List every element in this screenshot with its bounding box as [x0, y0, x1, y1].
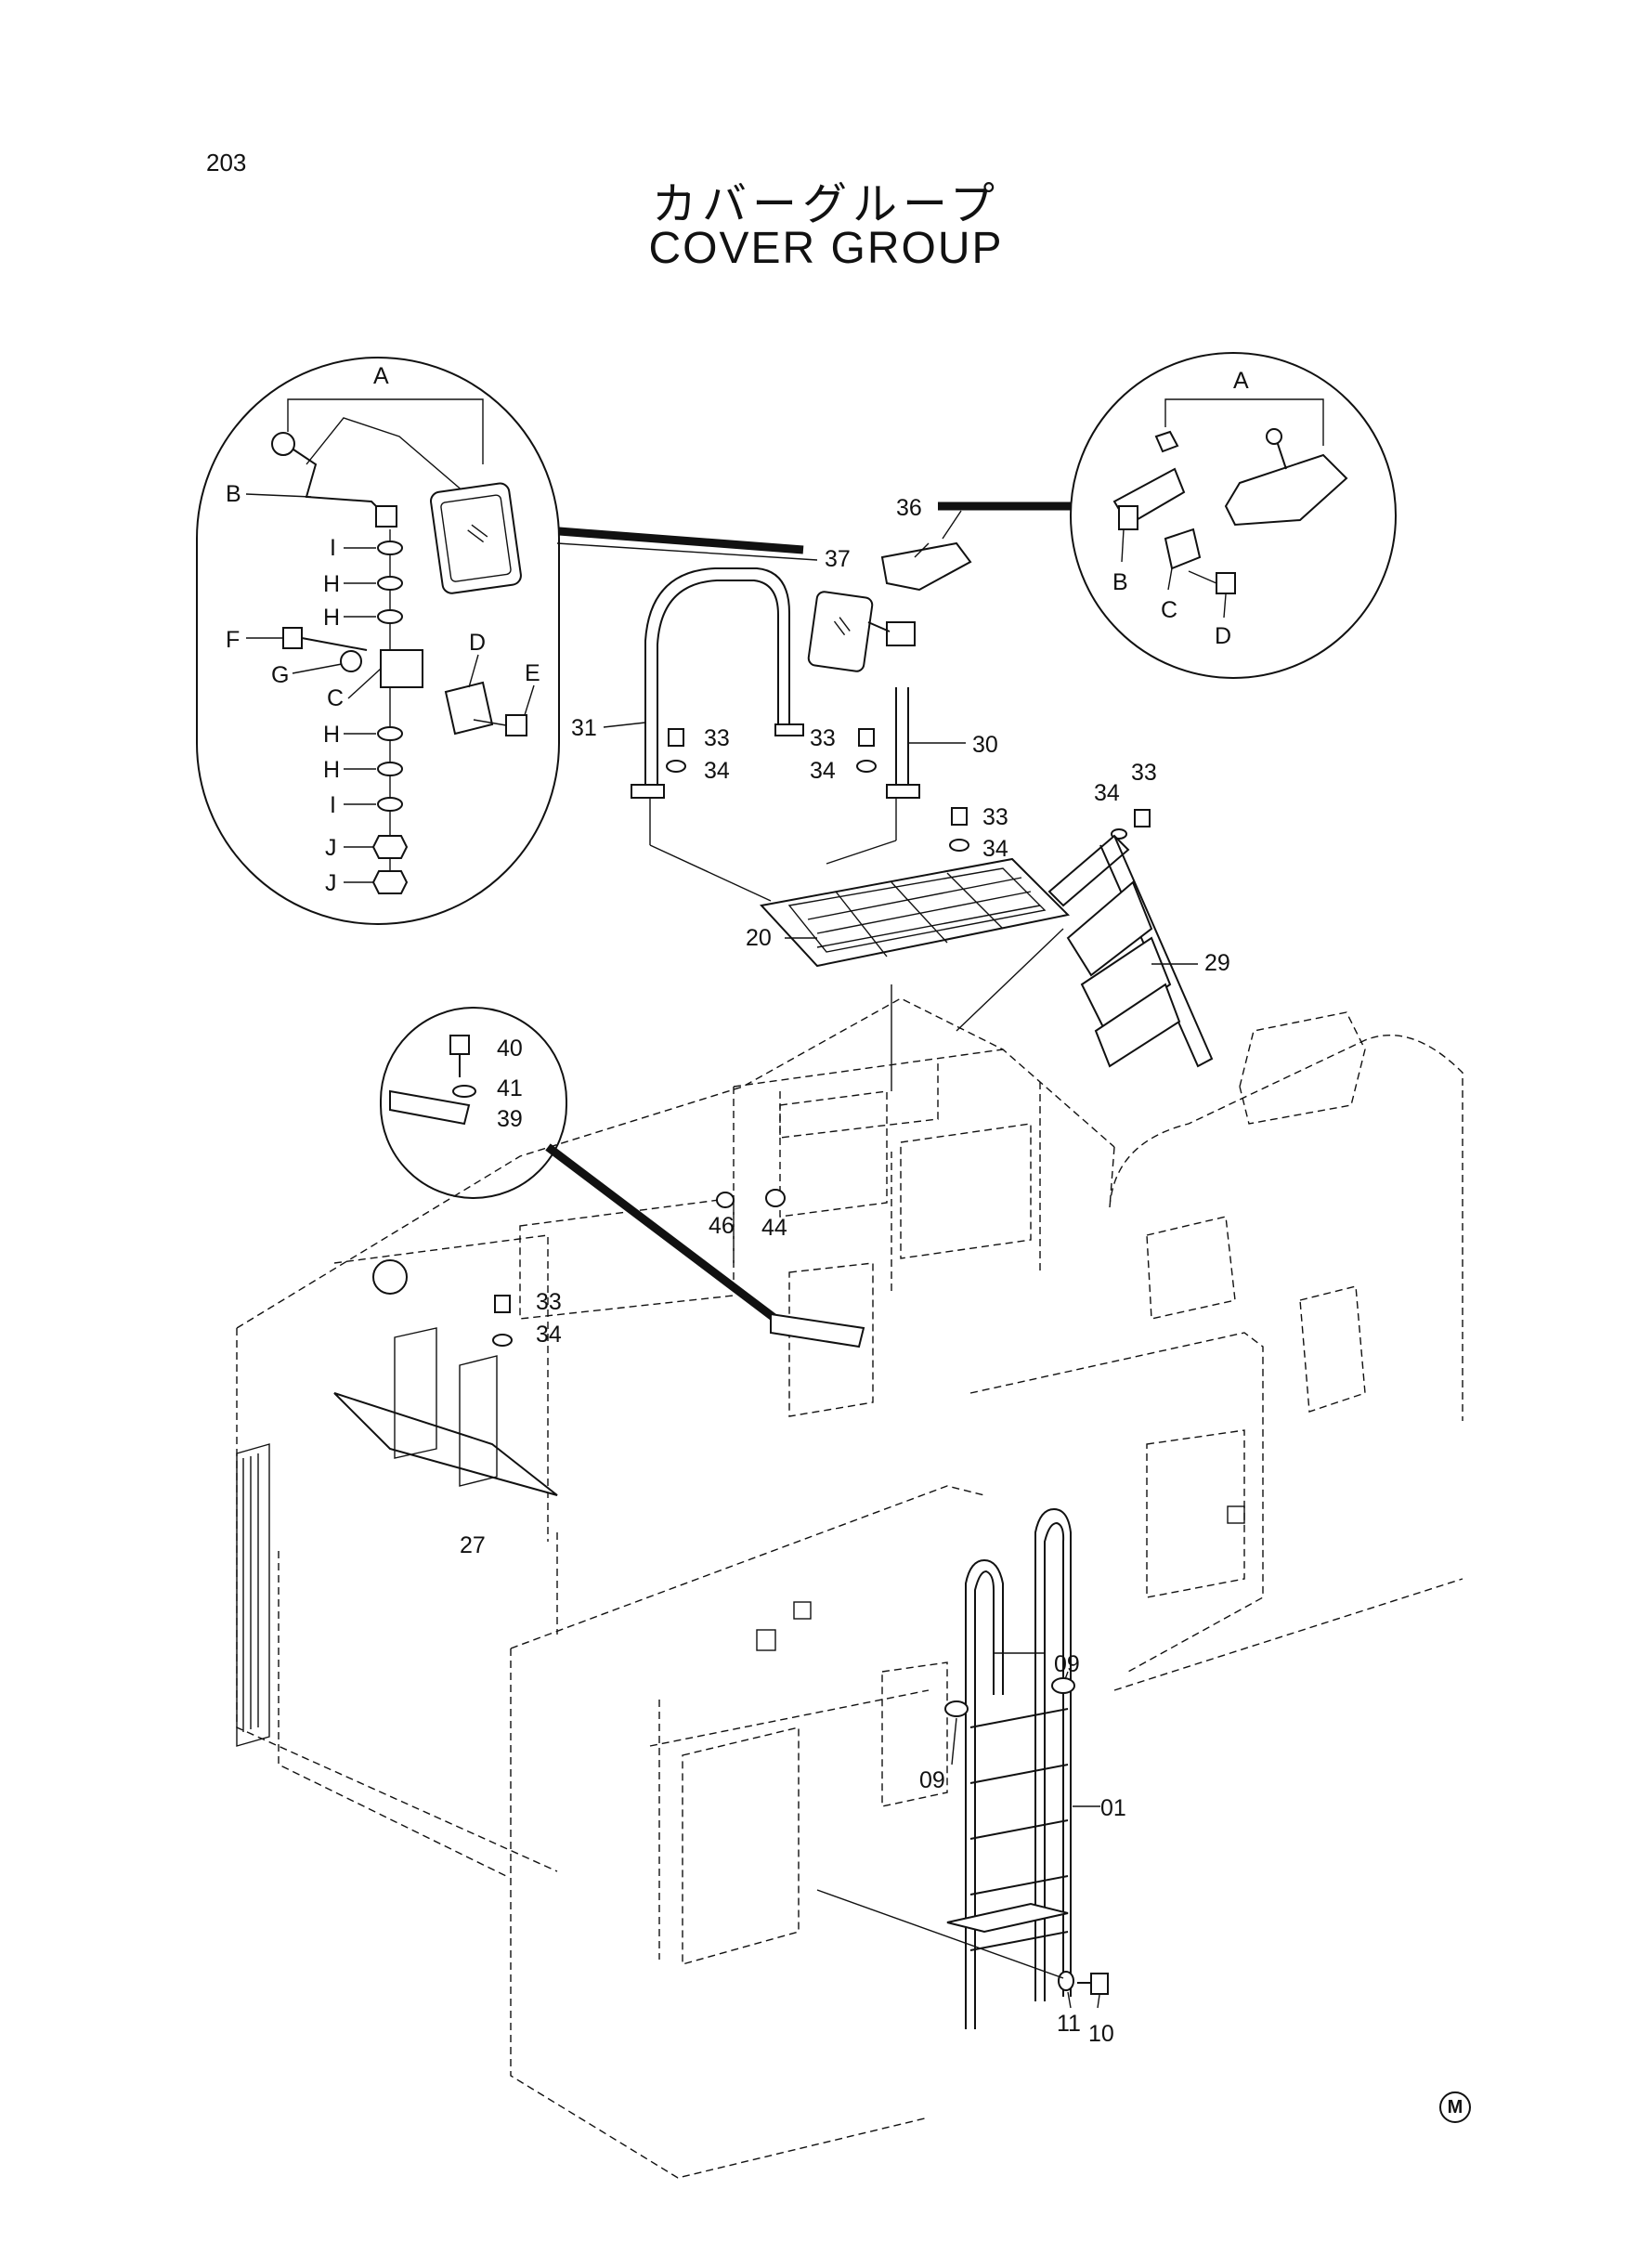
label-r-b: B: [1112, 569, 1128, 595]
label-l-f: F: [226, 627, 240, 653]
ladder-assembly: [816, 1507, 1109, 2029]
label-44: 44: [761, 1215, 787, 1241]
label-r-c: C: [1161, 597, 1177, 623]
label-l-h3: H: [323, 722, 340, 748]
label-l-a: A: [373, 363, 389, 389]
label-l-d: D: [469, 630, 486, 656]
label-l-e: E: [525, 660, 540, 686]
title-japanese: カバーグループ: [651, 178, 1001, 230]
label-34c: 34: [982, 836, 1008, 862]
label-l-j2: J: [325, 870, 337, 896]
m-mark: M: [1439, 2091, 1471, 2123]
label-l-b: B: [226, 481, 241, 507]
label-l-i2: I: [330, 792, 336, 818]
label-09b: 09: [919, 1767, 945, 1793]
lamp-detail-bubble: [938, 352, 1397, 679]
label-11: 11: [1057, 2011, 1081, 2037]
label-l-h1: H: [323, 571, 340, 597]
label-37: 37: [825, 546, 851, 572]
label-33e: 33: [536, 1289, 562, 1315]
label-l-i1: I: [330, 535, 336, 561]
label-20: 20: [746, 925, 772, 951]
label-40: 40: [497, 1036, 523, 1062]
page-number: 203: [206, 149, 247, 176]
label-01: 01: [1100, 1795, 1126, 1821]
label-34a: 34: [704, 758, 730, 784]
label-33a: 33: [704, 725, 730, 751]
label-r-a: A: [1233, 368, 1249, 394]
label-46: 46: [709, 1213, 735, 1239]
label-10: 10: [1088, 2021, 1114, 2047]
label-l-g: G: [271, 662, 289, 688]
label-30: 30: [972, 732, 998, 758]
label-l-h4: H: [323, 757, 340, 783]
label-l-j1: J: [325, 835, 337, 861]
label-09a: 09: [1054, 1651, 1080, 1677]
label-34b: 34: [810, 758, 836, 784]
label-l-h2: H: [323, 605, 340, 631]
label-33c: 33: [982, 804, 1008, 830]
label-39: 39: [497, 1106, 523, 1132]
label-33b: 33: [810, 725, 836, 751]
mirror-detail-bubble: [196, 357, 804, 925]
label-34e: 34: [536, 1322, 562, 1348]
label-29: 29: [1204, 950, 1230, 976]
callout-labels: A B I H H F G C D E H H I J J A B C D 36…: [226, 363, 1249, 2047]
step-detail-bubble: [380, 1007, 778, 1322]
label-36: 36: [896, 495, 922, 521]
label-34d: 34: [1094, 780, 1120, 806]
machine-body: [236, 997, 1463, 2179]
title-english: COVER GROUP: [648, 224, 1004, 273]
label-27: 27: [460, 1532, 486, 1558]
label-41: 41: [497, 1075, 523, 1101]
label-33d: 33: [1131, 760, 1157, 786]
upper-parts: [556, 510, 1214, 1091]
label-r-d: D: [1215, 623, 1231, 649]
label-31: 31: [571, 715, 597, 741]
label-l-c: C: [327, 685, 344, 711]
